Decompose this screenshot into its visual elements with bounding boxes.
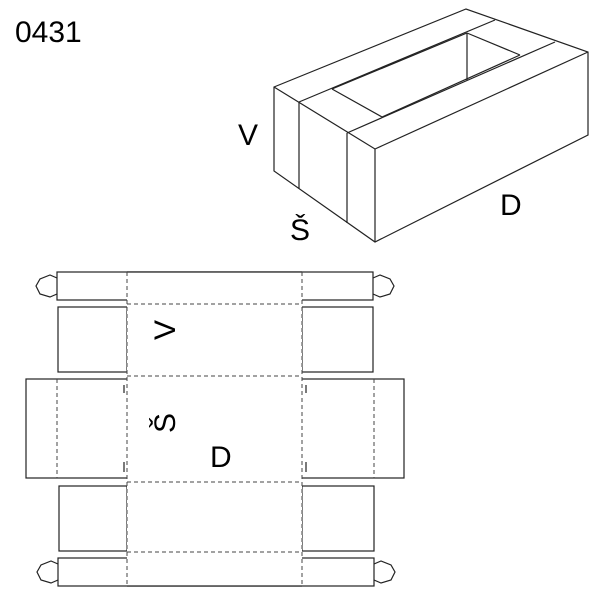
box-label-width: Š (290, 213, 310, 247)
box-label-length: D (500, 189, 522, 222)
net-label-height: V (149, 320, 182, 340)
net-label-width: Š (148, 413, 182, 433)
box-3d-view: V Š D (238, 8, 589, 247)
model-code: 0431 (15, 16, 82, 49)
net-label-length: D (210, 441, 232, 474)
box-label-height: V (238, 119, 258, 152)
box-net: V Š D (25, 271, 405, 587)
